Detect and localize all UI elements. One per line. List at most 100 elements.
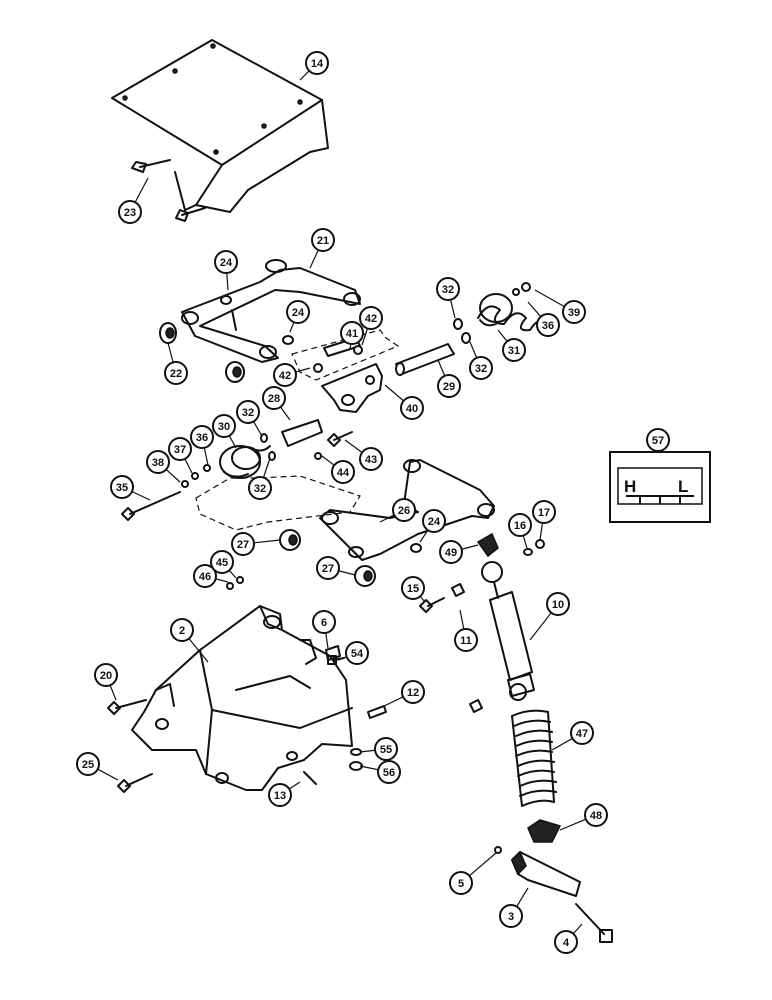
group-outline-upper: [291, 329, 400, 381]
callout-circle: [236, 400, 260, 424]
callout-c40: 40: [400, 396, 424, 420]
washer-45: [236, 576, 244, 584]
leader-c22: [167, 342, 174, 363]
callout-label: 23: [124, 207, 136, 219]
callout-circle: [554, 930, 578, 954]
leader-c41: [349, 343, 352, 351]
callout-c44: 44: [331, 460, 355, 484]
callout-c30: 30: [212, 414, 236, 438]
callout-label: 27: [322, 563, 334, 575]
callout-circle: [273, 363, 297, 387]
callout-circle: [168, 437, 192, 461]
callout-circle: [268, 783, 292, 807]
callout-circle: [454, 628, 478, 652]
callout-c49: 49: [439, 540, 463, 564]
nut-46: [226, 582, 234, 590]
leader-c21: [309, 249, 319, 269]
shift-decal-57: H L: [609, 451, 711, 523]
callout-label: 21: [317, 235, 329, 247]
leader-c32c: [253, 421, 263, 437]
leader-c42a: [361, 328, 369, 346]
callout-label: 46: [199, 571, 211, 583]
callout-label: 38: [152, 457, 164, 469]
callout-label: 14: [311, 58, 324, 70]
callout-c20: 20: [94, 663, 118, 687]
callout-c32d: 32: [248, 476, 272, 500]
callout-label: 11: [460, 635, 472, 647]
leader-c44: [321, 455, 335, 466]
callout-circle: [311, 228, 335, 252]
callout-label: 17: [538, 507, 550, 519]
leader-c3: [516, 887, 529, 907]
leader-c25: [97, 768, 119, 781]
clip-49: [476, 532, 499, 558]
leader-c11: [459, 609, 465, 630]
bolt-25: [117, 773, 153, 793]
callout-label: 36: [542, 320, 554, 332]
callout-c32c: 32: [236, 400, 260, 424]
callout-circle: [76, 752, 100, 776]
callout-label: 26: [398, 505, 410, 517]
callout-circle: [508, 513, 532, 537]
callout-c46: 46: [193, 564, 217, 588]
callout-circle: [546, 592, 570, 616]
callout-label: 42: [365, 313, 377, 325]
leader-c10: [529, 612, 552, 641]
cover-plate: [111, 39, 329, 213]
leader-c27a: [253, 539, 281, 544]
callout-c54: 54: [345, 641, 369, 665]
leader-c16: [522, 535, 528, 549]
spring-47: [511, 709, 557, 807]
callout-label: 37: [174, 444, 186, 456]
callout-circle: [316, 556, 340, 580]
callout-c22: 22: [164, 361, 188, 385]
callout-label: 54: [351, 648, 364, 660]
callout-label: 40: [406, 403, 418, 415]
callout-label: 41: [346, 328, 358, 340]
leader-c24b: [289, 321, 295, 333]
callout-c39: 39: [562, 300, 586, 324]
callout-label: 36: [196, 432, 208, 444]
callout-circle: [570, 721, 594, 745]
callout-circle: [374, 737, 398, 761]
callout-c56: 56: [377, 760, 401, 784]
callout-label: 56: [383, 767, 395, 779]
washer-38: [181, 480, 189, 488]
callout-circle: [110, 475, 134, 499]
bush-32b: [461, 332, 471, 344]
bolt-35: [121, 491, 181, 521]
callout-c23: 23: [118, 200, 142, 224]
callout-circle: [286, 300, 310, 324]
leader-c29: [437, 359, 446, 377]
callout-label: 24: [220, 257, 233, 269]
callout-circle: [340, 321, 364, 345]
shock-absorber-10: [481, 561, 535, 701]
leader-c2: [188, 638, 209, 663]
callout-c36b: 36: [190, 425, 214, 449]
pin-11-top: [451, 583, 465, 597]
callout-label: 2: [179, 625, 185, 637]
callout-c27a: 27: [231, 532, 255, 556]
callout-circle: [359, 306, 383, 330]
leader-c32d: [262, 457, 271, 478]
callout-label: 15: [407, 583, 419, 595]
group-outline-lower: [195, 475, 361, 531]
callout-circle: [359, 447, 383, 471]
callout-circle: [392, 498, 416, 522]
callout-c42a: 42: [359, 306, 383, 330]
callout-label: 4: [563, 937, 570, 949]
bushing-27a: [279, 529, 301, 551]
nut-39: [521, 282, 531, 292]
callout-label: 39: [568, 307, 580, 319]
callout-circle: [436, 277, 460, 301]
callout-circle: [449, 871, 473, 895]
bolt-15: [419, 597, 445, 613]
spring-31: [477, 293, 549, 332]
leader-c20: [109, 684, 117, 701]
leader-c36a: [527, 301, 542, 318]
callout-c48: 48: [584, 803, 608, 827]
callout-c29: 29: [437, 374, 461, 398]
callout-c24a: 24: [214, 250, 238, 274]
leader-c28: [279, 406, 291, 421]
leader-c14: [299, 70, 310, 81]
